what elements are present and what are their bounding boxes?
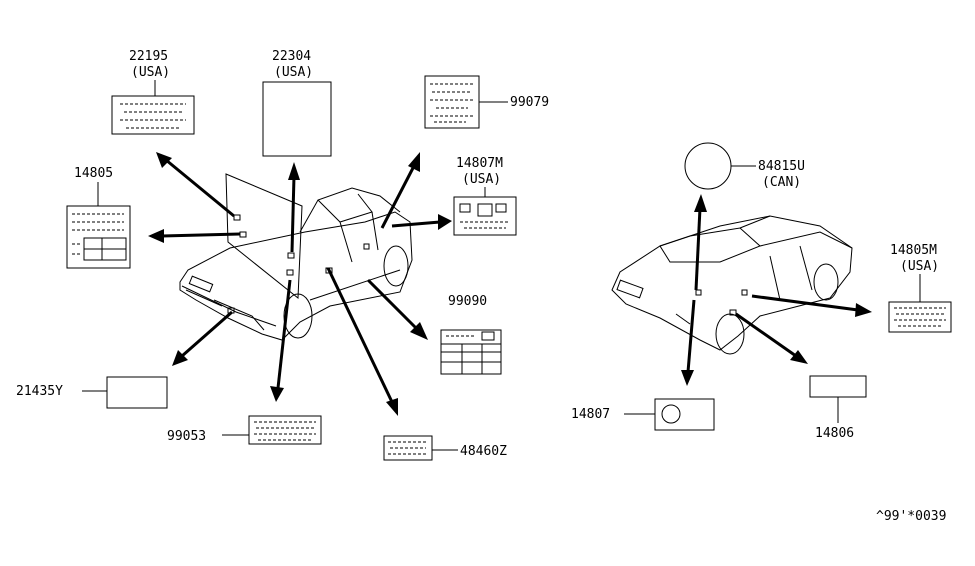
rear-car-illustration (611, 215, 853, 355)
part-14805M: 14805M (USA) (888, 243, 952, 333)
label-sticker-84815U (684, 142, 732, 190)
part-number-48460Z: 48460Z (460, 444, 507, 459)
part-number-22304: 22304 (272, 49, 311, 64)
label-sticker-22304 (262, 81, 332, 157)
part-number-84815U: 84815U (758, 159, 805, 174)
part-number-99053: 99053 (167, 429, 206, 444)
part-14806: 14806 (809, 375, 867, 441)
part-99079: 99079 (424, 75, 549, 129)
part-22304: 22304 (USA) (262, 49, 332, 157)
region-22304: (USA) (274, 65, 313, 80)
part-number-14805M: 14805M (890, 243, 937, 258)
part-number-99079: 99079 (510, 95, 549, 110)
part-number-14805: 14805 (74, 166, 113, 181)
label-sticker-21435Y (106, 376, 168, 409)
label-sticker-14805M (888, 301, 952, 333)
part-14805: 14805 (66, 166, 131, 269)
label-sticker-99079 (424, 75, 480, 129)
part-number-14806: 14806 (815, 426, 854, 441)
part-22195: 22195 (USA) (111, 49, 195, 135)
part-number-21435Y: 21435Y (16, 384, 63, 399)
part-99090: 99090 (440, 294, 502, 375)
region-84815U: (CAN) (762, 175, 801, 190)
part-14807M: 14807M (USA) (453, 156, 517, 236)
label-sticker-99053 (248, 415, 322, 445)
region-14805M: (USA) (900, 259, 939, 274)
part-21435Y: 21435Y (16, 376, 168, 409)
part-number-99090: 99090 (448, 294, 487, 309)
label-sticker-14806 (809, 375, 867, 398)
pointer-arrows (148, 152, 872, 416)
region-14807M: (USA) (462, 172, 501, 187)
label-sticker-14807 (654, 398, 715, 431)
part-14807: 14807 (571, 398, 715, 431)
part-number-14807: 14807 (571, 407, 610, 422)
part-number-14807M: 14807M (456, 156, 503, 171)
part-number-22195: 22195 (129, 49, 168, 64)
part-99053: 99053 (167, 415, 322, 445)
front-car-illustration (179, 173, 413, 341)
region-22195: (USA) (131, 65, 170, 80)
part-48460Z: 48460Z (383, 435, 507, 461)
part-84815U: 84815U (CAN) (684, 142, 805, 190)
diagram-code: ^99'*0039 (876, 509, 946, 524)
label-sticker-14805 (66, 205, 131, 269)
